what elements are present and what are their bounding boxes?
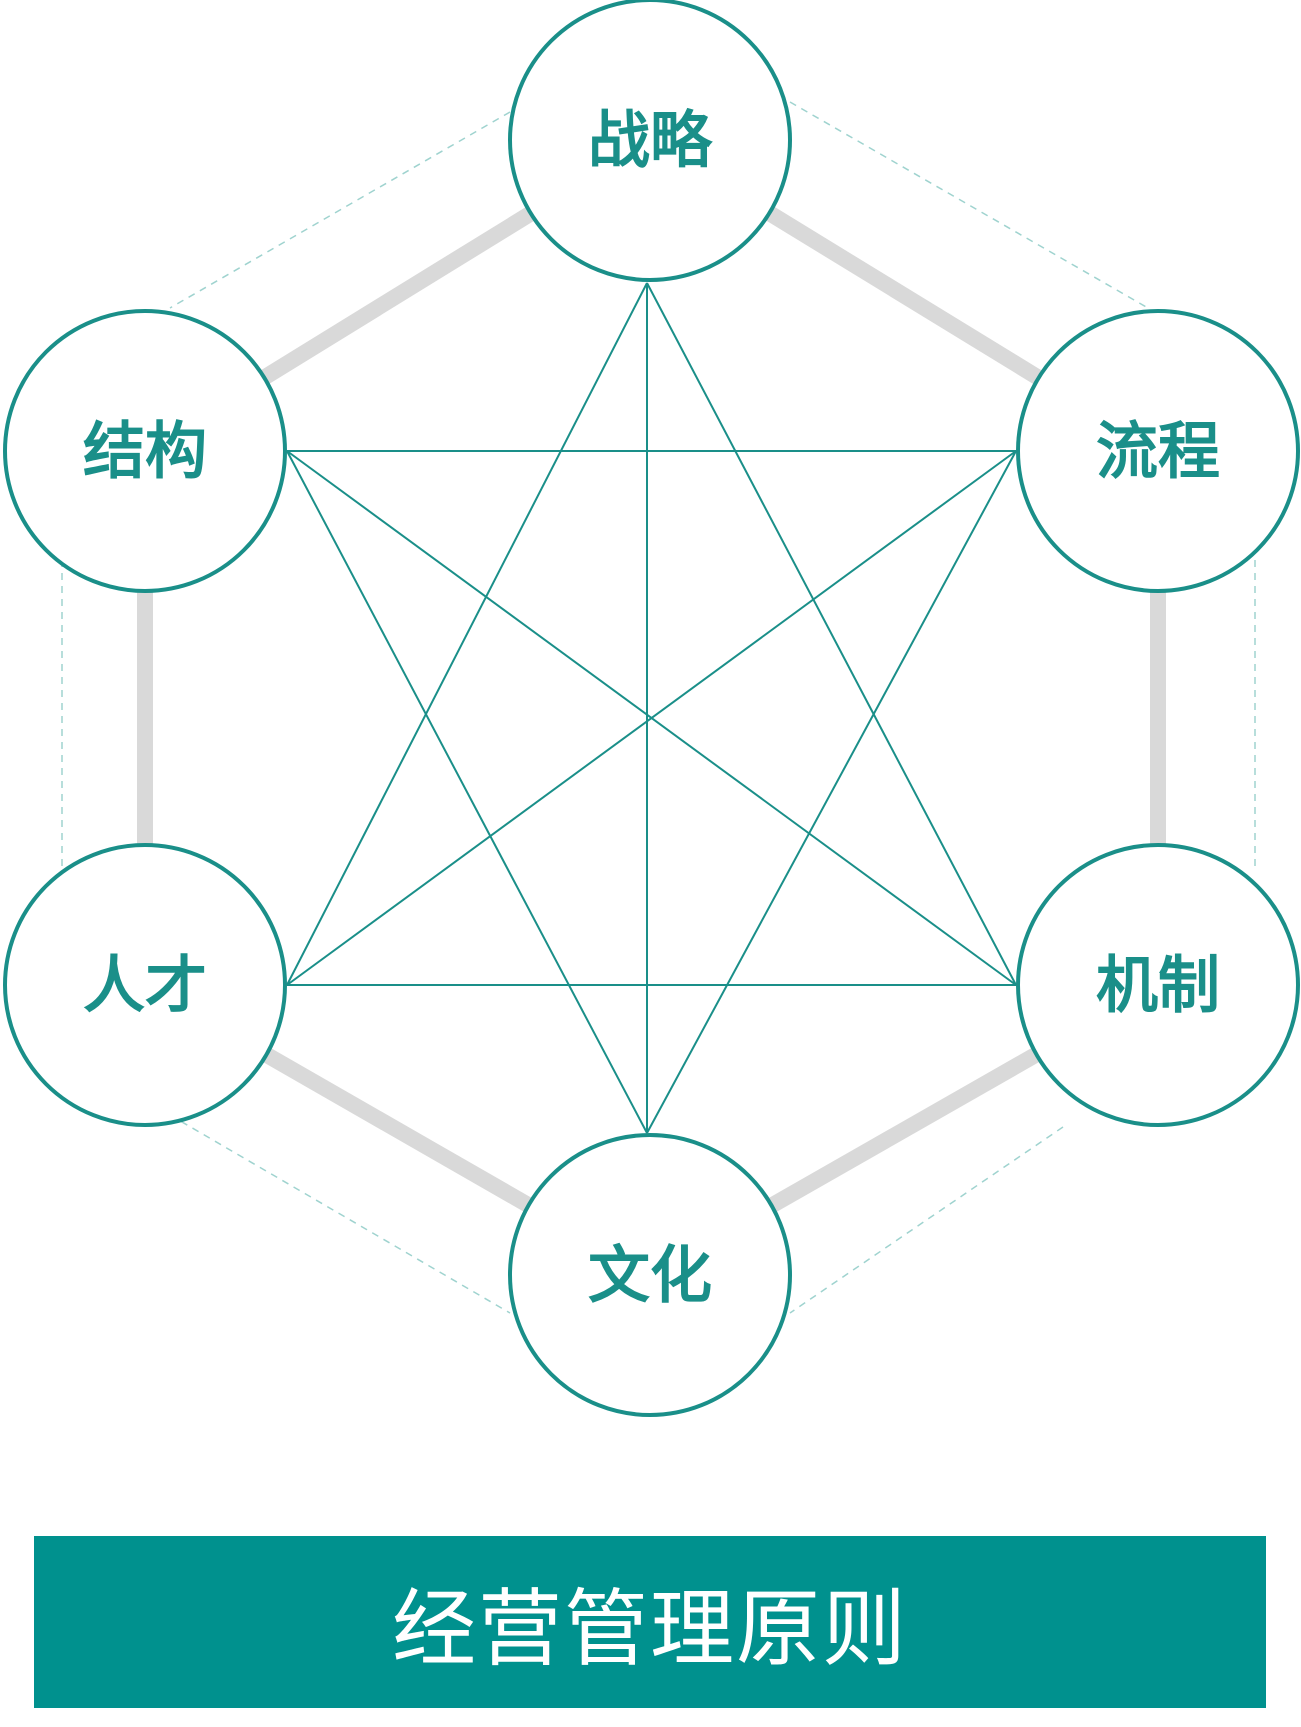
node-label-culture: 文化 bbox=[588, 1239, 712, 1312]
node-strategy[interactable]: 战略 bbox=[508, 0, 792, 282]
gray-hexagon bbox=[137, 133, 1166, 1282]
dashed-edge-0 bbox=[169, 111, 511, 309]
connection-line-4 bbox=[286, 450, 648, 1134]
node-mechanism[interactable]: 机制 bbox=[1016, 843, 1300, 1127]
node-layer: 战略 流程 机制 文化 人才 结构 bbox=[3, 0, 1300, 1417]
node-circle-culture bbox=[508, 1133, 792, 1417]
node-talent[interactable]: 人才 bbox=[3, 843, 287, 1127]
connection-line-0 bbox=[646, 282, 1017, 986]
node-label-process: 流程 bbox=[1096, 415, 1220, 488]
node-circle-mechanism bbox=[1016, 843, 1300, 1127]
connection-line-8 bbox=[286, 450, 1017, 986]
node-label-mechanism: 机制 bbox=[1096, 949, 1220, 1022]
node-structure[interactable]: 结构 bbox=[3, 309, 287, 593]
connection-line-1 bbox=[286, 282, 648, 986]
node-label-strategy: 战略 bbox=[588, 104, 713, 177]
caption-bar: 经营管理原则 bbox=[34, 1536, 1266, 1708]
connection-lines bbox=[286, 282, 1017, 1134]
node-circle-strategy bbox=[508, 0, 792, 282]
node-process[interactable]: 流程 bbox=[1016, 309, 1300, 593]
node-label-structure: 结构 bbox=[83, 415, 207, 488]
dashed-edge-5 bbox=[789, 1126, 1064, 1314]
node-label-talent: 人才 bbox=[83, 949, 207, 1022]
node-circle-process bbox=[1016, 309, 1300, 593]
node-culture[interactable]: 文化 bbox=[508, 1133, 792, 1417]
dashed-edge-4 bbox=[169, 1114, 511, 1314]
node-circle-structure bbox=[3, 309, 287, 593]
outer-dashed-hexagon bbox=[61, 101, 1256, 1314]
connection-line-3 bbox=[646, 450, 1017, 1134]
caption-title: 经营管理原则 bbox=[391, 1579, 908, 1678]
dashed-edge-1 bbox=[789, 101, 1149, 309]
node-circle-talent bbox=[3, 843, 287, 1127]
